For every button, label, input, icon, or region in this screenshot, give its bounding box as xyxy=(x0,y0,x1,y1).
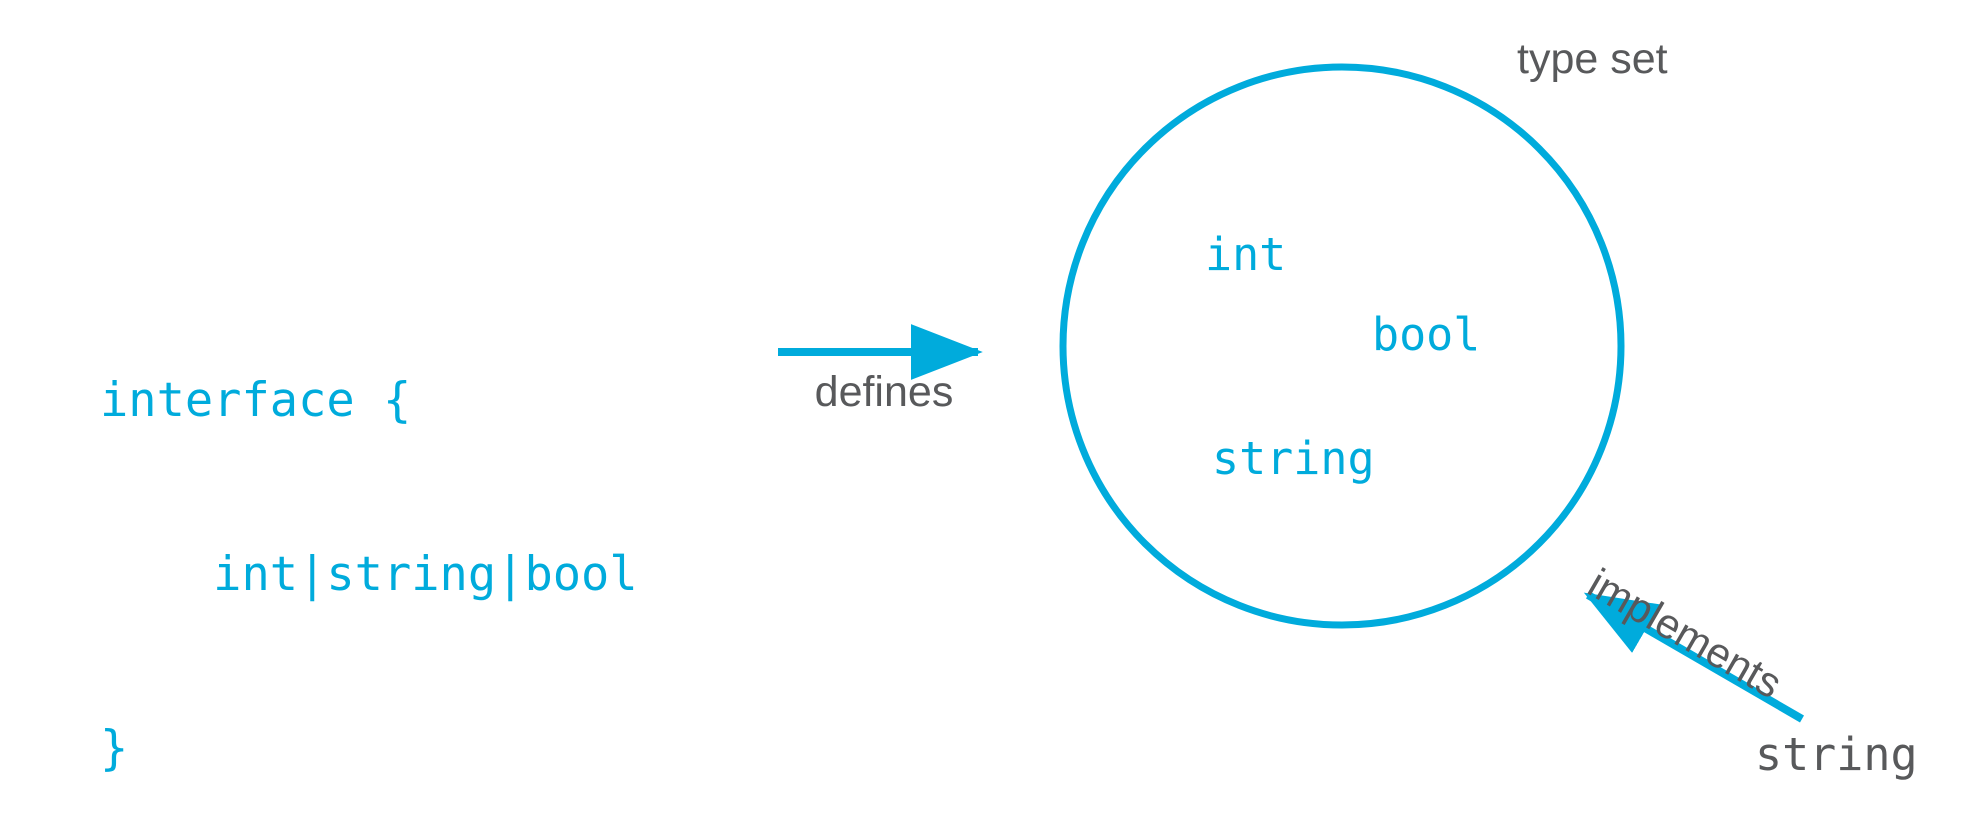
type-set-member-bool: bool xyxy=(1372,308,1481,361)
code-line-1: interface { xyxy=(100,373,412,428)
type-set-member-string: string xyxy=(1212,432,1375,485)
interface-code-block: interface { int|string|bool } xyxy=(100,256,638,814)
code-line-2: int|string|bool xyxy=(100,547,638,602)
type-set-member-int: int xyxy=(1205,228,1287,281)
implements-arrow xyxy=(1583,591,1805,723)
external-type-label: string xyxy=(1755,728,1918,781)
type-set-label: type set xyxy=(1517,35,1668,83)
code-line-3: } xyxy=(100,721,129,776)
type-set-circle xyxy=(1059,63,1625,629)
defines-arrow-label: defines xyxy=(814,368,954,416)
